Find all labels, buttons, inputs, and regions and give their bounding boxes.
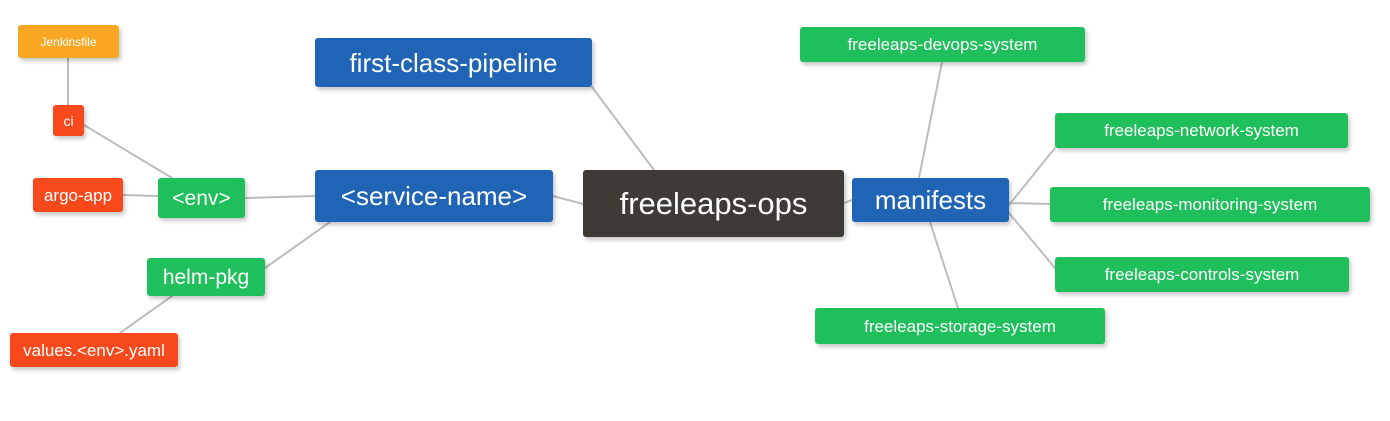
node-helm-pkg[interactable]: helm-pkg: [147, 258, 265, 296]
node-freeleaps-storage-system[interactable]: freeleaps-storage-system: [815, 308, 1105, 344]
edge-freeleaps-ops-to-first-class-pipeline: [591, 86, 655, 171]
node-values-env-yaml[interactable]: values.<env>.yaml: [10, 333, 178, 367]
node-freeleaps-controls-system[interactable]: freeleaps-controls-system: [1055, 257, 1349, 292]
node-first-class-pipeline[interactable]: first-class-pipeline: [315, 38, 592, 87]
edge-manifests-to-freeleaps-storage-system: [929, 221, 959, 309]
node-ci[interactable]: ci: [53, 105, 84, 136]
edge-manifests-to-freeleaps-monitoring-system: [1008, 202, 1051, 205]
node-label-first-class-pipeline: first-class-pipeline: [349, 47, 558, 78]
node-env[interactable]: <env>: [158, 178, 245, 218]
node-label-manifests: manifests: [874, 185, 987, 215]
edge-manifests-to-freeleaps-devops-system: [918, 61, 943, 179]
node-label-freeleaps-ops: freeleaps-ops: [619, 186, 808, 221]
node-label-jenkinsfile: Jenkinsfile: [40, 34, 97, 49]
node-service-name[interactable]: <service-name>: [315, 170, 553, 222]
node-label-values-env-yaml: values.<env>.yaml: [23, 340, 165, 360]
edge-service-name-to-env: [244, 195, 316, 199]
edge-service-name-to-helm-pkg: [264, 221, 331, 269]
edge-manifests-to-freeleaps-network-system: [1008, 147, 1056, 206]
edge-manifests-to-freeleaps-controls-system: [1008, 212, 1056, 269]
node-label-freeleaps-storage-system: freeleaps-storage-system: [864, 316, 1056, 336]
node-jenkinsfile[interactable]: Jenkinsfile: [18, 25, 119, 58]
node-label-freeleaps-controls-system: freeleaps-controls-system: [1104, 265, 1300, 284]
edge-freeleaps-ops-to-manifests: [843, 199, 853, 204]
node-manifests[interactable]: manifests: [852, 178, 1009, 222]
node-label-freeleaps-network-system: freeleaps-network-system: [1104, 121, 1299, 140]
node-label-argo-app: argo-app: [43, 185, 113, 205]
node-label-freeleaps-monitoring-system: freeleaps-monitoring-system: [1102, 195, 1318, 214]
node-label-freeleaps-devops-system: freeleaps-devops-system: [847, 35, 1038, 54]
node-label-service-name: <service-name>: [340, 181, 528, 211]
node-label-ci: ci: [63, 112, 74, 129]
edge-freeleaps-ops-to-service-name: [552, 195, 584, 205]
edge-helm-pkg-to-values-env-yaml: [119, 295, 173, 334]
node-label-env: <env>: [172, 186, 231, 210]
node-freeleaps-monitoring-system[interactable]: freeleaps-monitoring-system: [1050, 187, 1370, 222]
node-argo-app[interactable]: argo-app: [33, 178, 123, 212]
edge-env-to-ci: [83, 124, 173, 179]
node-freeleaps-devops-system[interactable]: freeleaps-devops-system: [800, 27, 1085, 62]
node-label-helm-pkg: helm-pkg: [162, 265, 250, 289]
node-freeleaps-ops[interactable]: freeleaps-ops: [583, 170, 844, 237]
node-freeleaps-network-system[interactable]: freeleaps-network-system: [1055, 113, 1348, 148]
edge-env-to-argo-app: [122, 194, 159, 197]
